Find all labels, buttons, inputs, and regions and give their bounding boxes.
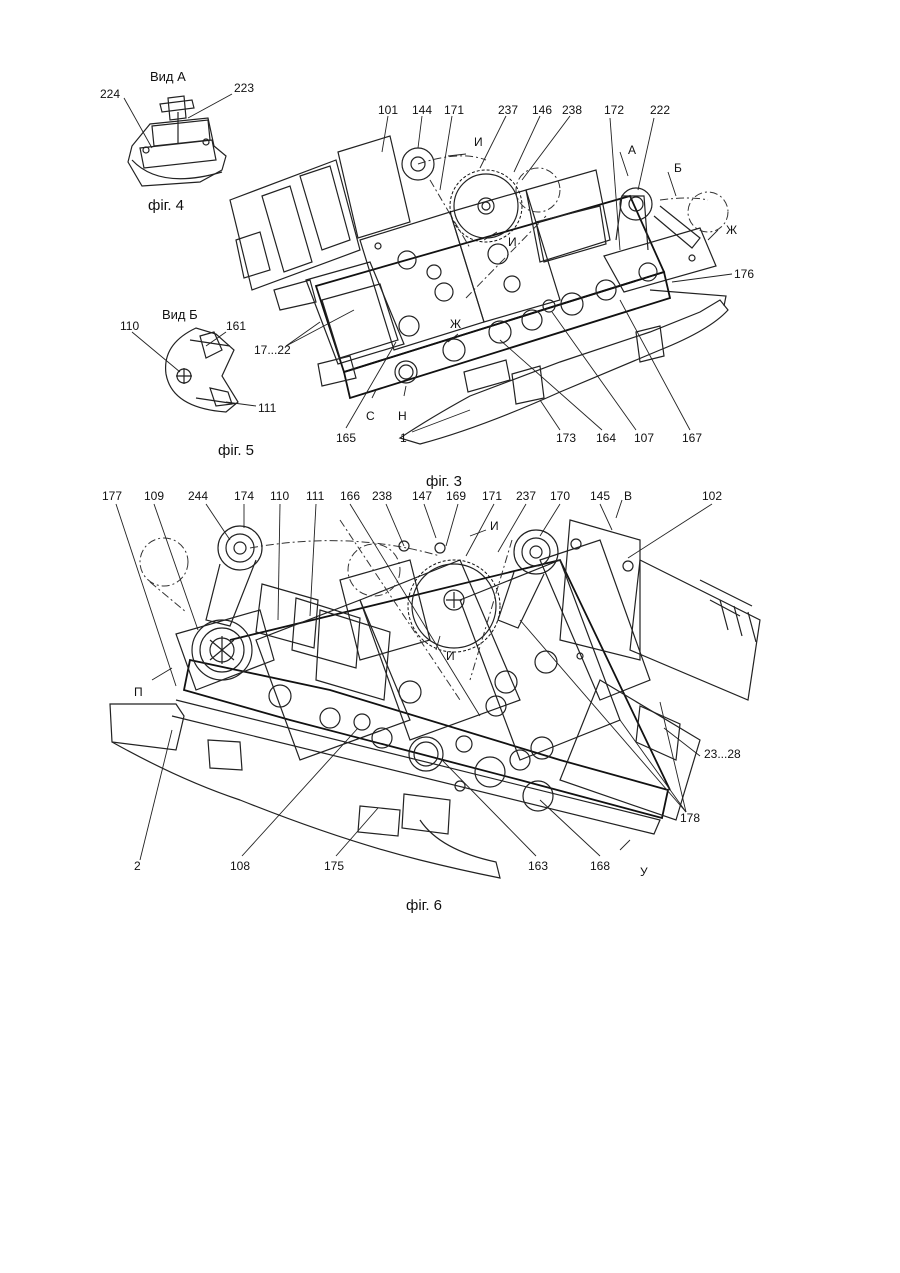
fig5-label-111: 111 [258,402,276,414]
fig6-label-177: 177 [102,490,122,502]
fig3-view-mark-n: Н [398,410,407,422]
fig6-label-170: 170 [550,490,570,502]
fig5-label-161: 161 [226,320,246,332]
fig6-section-mark-i-bottom: И [446,650,455,662]
fig6-caption: фіг. 6 [406,898,442,913]
fig3-label-17-22: 17...22 [254,344,291,356]
fig3-view-mark-s: С [366,410,375,422]
fig3-label-101: 101 [378,104,398,116]
fig3-label-107: 107 [634,432,654,444]
fig3-section-mark-zh-right: Ж [726,224,737,236]
fig6-label-244: 244 [188,490,208,502]
fig6-label-2: 2 [134,860,141,872]
fig3-label-167: 167 [682,432,702,444]
fig3-section-mark-zh-left: Ж [450,318,461,330]
fig6-label-102: 102 [702,490,722,502]
fig3-label-176: 176 [734,268,754,280]
fig6-label-109: 109 [144,490,164,502]
fig6-label-111: 111 [306,490,324,502]
fig6-view-mark-u: У [640,866,648,878]
fig3-section-mark-i-top: И [474,136,483,148]
fig6-label-238: 238 [372,490,392,502]
fig6-label-175: 175 [324,860,344,872]
fig4-caption: фіг. 4 [148,198,184,213]
fig3-label-165: 165 [336,432,356,444]
fig3-label-237: 237 [498,104,518,116]
fig6-drawing [110,520,760,878]
fig6-view-mark-v: В [624,490,632,502]
fig6-label-166: 166 [340,490,360,502]
fig6-label-145: 145 [590,490,610,502]
fig3-label-222: 222 [650,104,670,116]
view-a-title: Вид А [150,70,186,83]
fig3-caption: фіг. 3 [426,474,462,489]
fig3-label-146: 146 [532,104,552,116]
fig3-label-164: 164 [596,432,616,444]
fig6-label-108: 108 [230,860,250,872]
fig3-label-1: 1 [400,432,407,444]
fig3-section-mark-i-bottom: И [508,236,517,248]
fig6-view-mark-p: П [134,686,143,698]
fig3-drawing [230,136,728,444]
view-b-title: Вид Б [162,308,198,321]
fig4-drawing [128,96,226,186]
fig3-label-144: 144 [412,104,432,116]
fig6-section-mark-i-top: И [490,520,499,532]
fig6-label-23-28: 23...28 [704,748,741,760]
fig3-view-mark-b: Б [674,162,682,174]
fig3-label-172: 172 [604,104,624,116]
fig3-label-238: 238 [562,104,582,116]
fig6-label-171: 171 [482,490,502,502]
fig6-label-147: 147 [412,490,432,502]
fig6-label-178: 178 [680,812,700,824]
fig6-label-110: 110 [270,490,289,502]
fig4-label-223: 223 [234,82,254,94]
fig5-label-110: 110 [120,320,139,332]
fig5-caption: фіг. 5 [218,443,254,458]
fig6-label-169: 169 [446,490,466,502]
fig6-label-163: 163 [528,860,548,872]
fig5-drawing [166,328,238,412]
fig4-label-224: 224 [100,88,120,100]
fig6-label-174: 174 [234,490,254,502]
fig3-label-171: 171 [444,104,464,116]
fig3-label-173: 173 [556,432,576,444]
fig6-label-168: 168 [590,860,610,872]
fig6-label-237: 237 [516,490,536,502]
fig3-view-mark-a: А [628,144,636,156]
